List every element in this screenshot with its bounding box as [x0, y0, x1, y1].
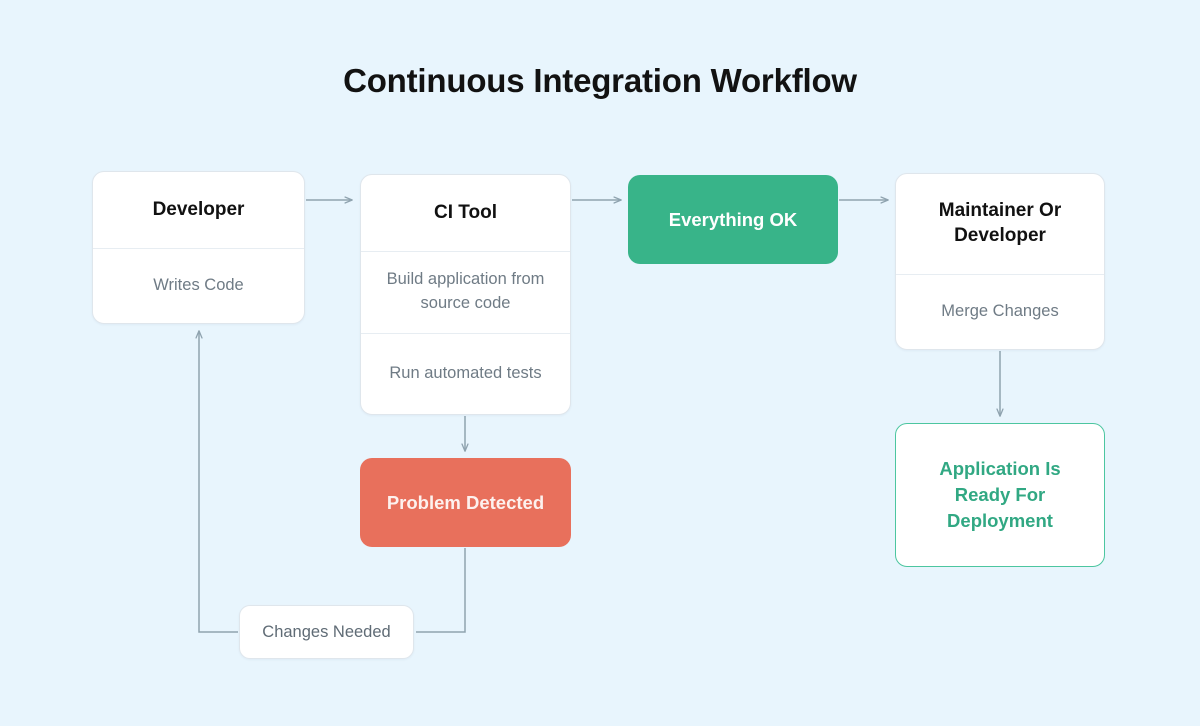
node-developer[interactable]: Developer Writes Code	[92, 171, 305, 324]
node-ci-tool-title: CI Tool	[434, 201, 497, 223]
node-changes-needed[interactable]: Changes Needed	[239, 605, 414, 659]
node-developer-title: Developer	[152, 198, 245, 220]
node-developer-row-0: Writes Code	[93, 248, 304, 323]
page-title: Continuous Integration Workflow	[343, 62, 857, 99]
node-everything-ok[interactable]: Everything OK	[628, 175, 838, 264]
connector-changes-needed-to-developer	[199, 331, 238, 633]
node-ci-tool-row-1: Run automated tests	[361, 332, 570, 415]
node-changes-needed-label: Changes Needed	[262, 622, 391, 641]
connector-problem-to-changes-needed	[416, 548, 466, 633]
node-deployment[interactable]: Application Is Ready For Deployment	[895, 423, 1105, 567]
node-deployment-label: Application Is Ready For Deployment	[939, 457, 1061, 532]
node-maintainer-title: Maintainer Or Developer	[938, 200, 1062, 246]
node-problem-detected[interactable]: Problem Detected	[360, 458, 571, 547]
node-ci-tool[interactable]: CI Tool Build application from source co…	[360, 174, 571, 415]
node-problem-detected-label: Problem Detected	[386, 491, 545, 513]
node-everything-ok-label: Everything OK	[668, 208, 798, 230]
node-maintainer-row-0: Merge Changes	[896, 274, 1104, 349]
node-ci-tool-row-0: Build application from source code	[361, 251, 570, 333]
node-maintainer[interactable]: Maintainer Or Developer Merge Changes	[895, 173, 1105, 350]
